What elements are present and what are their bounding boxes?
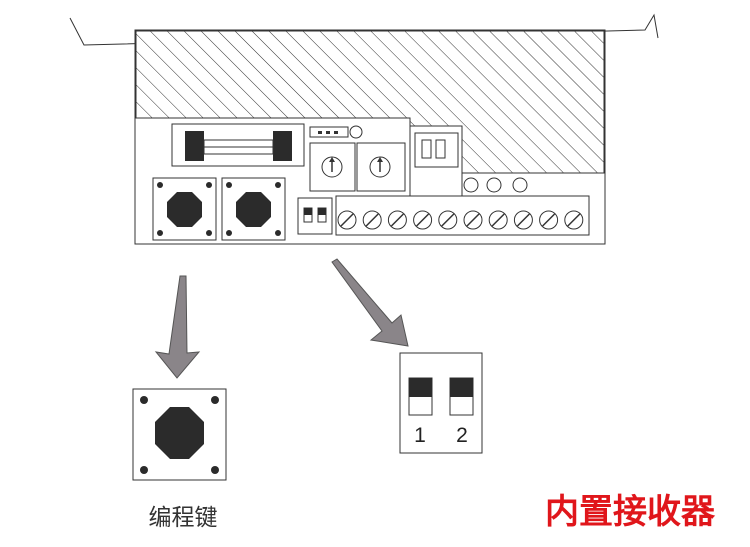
arrow-to-dip-switch: [331, 258, 409, 347]
dip-switch-enlarged: 1 2: [399, 352, 483, 454]
diagram-title: 内置接收器: [545, 492, 715, 532]
terminal-screw: [539, 210, 559, 230]
connector-block: [409, 125, 463, 205]
terminal-screw: [362, 210, 382, 230]
terminal-screw: [413, 210, 433, 230]
programming-button-caption: 编程键: [148, 505, 218, 531]
fuse-holder: [171, 123, 305, 167]
terminal-screw: [438, 210, 458, 230]
terminal-screw: [488, 210, 508, 230]
dip-switch-number: 2: [456, 424, 468, 447]
terminal-screws: [337, 210, 584, 230]
push-button-board: [221, 177, 286, 241]
terminal-screw: [387, 210, 407, 230]
led-connector: [309, 125, 363, 139]
programming-button-enlarged: [132, 388, 227, 481]
push-button-board: [152, 177, 217, 241]
enclosure-top-line: [69, 13, 659, 46]
arrow-to-button: [154, 275, 201, 379]
terminal-screw: [564, 210, 584, 230]
potentiometer: [356, 142, 406, 192]
terminal-screw: [463, 210, 483, 230]
dip-switch-number: 1: [414, 424, 426, 447]
terminal-screw: [513, 210, 533, 230]
potentiometer: [309, 142, 356, 192]
terminal-screw: [337, 210, 357, 230]
indicator-lights: [463, 177, 528, 193]
dip-switch-board: [297, 197, 333, 235]
